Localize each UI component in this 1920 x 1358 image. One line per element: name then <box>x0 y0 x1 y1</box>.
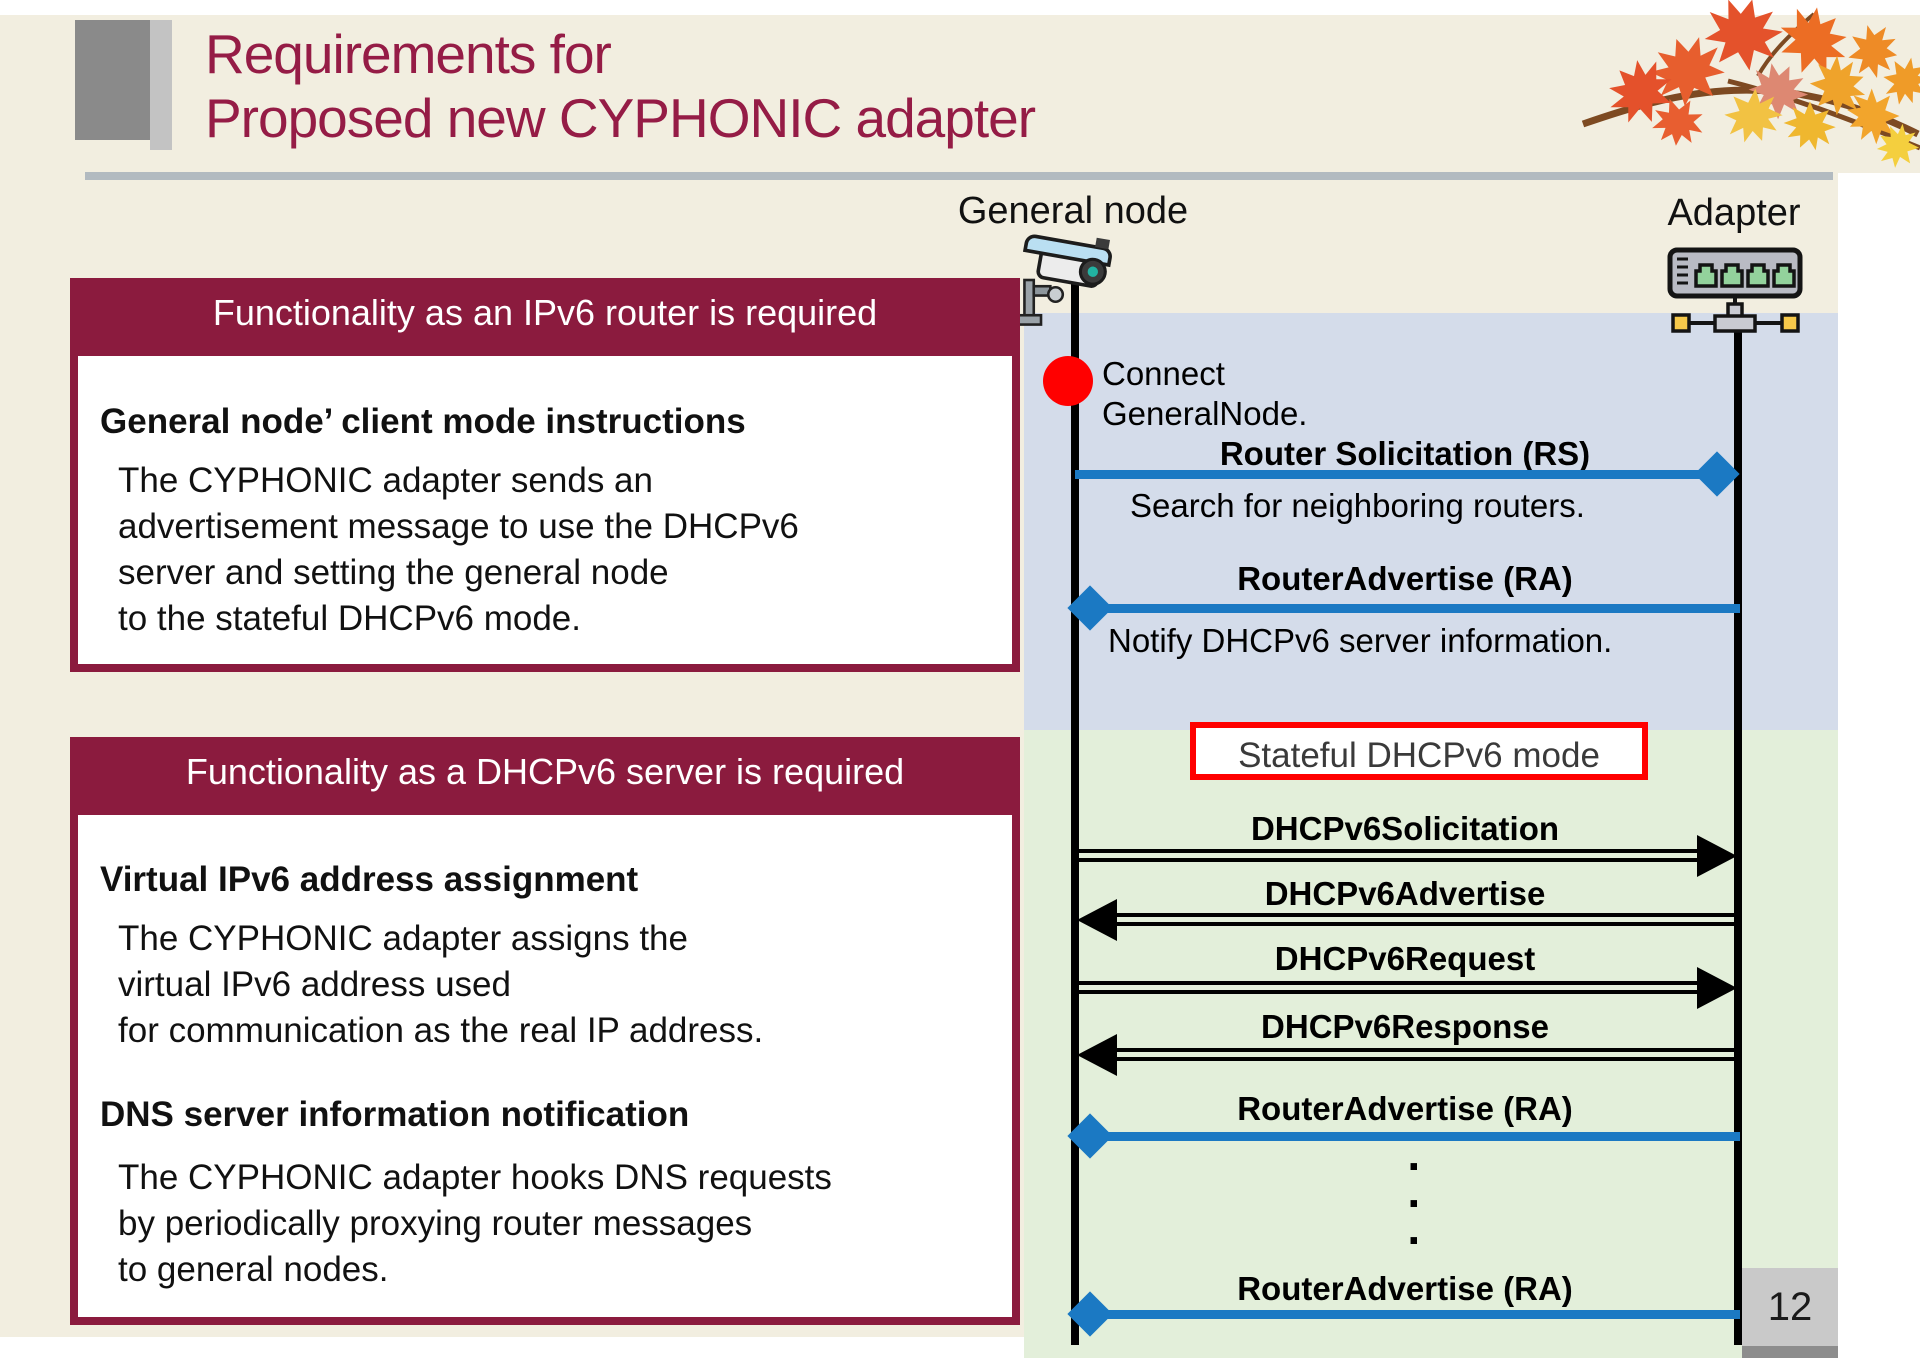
panel-dhcp-heading2: DNS server information notification <box>100 1095 690 1134</box>
panel-router-text: The CYPHONIC adapter sends an advertisem… <box>118 461 799 638</box>
title-divider-line <box>85 172 1833 180</box>
message-label-response: DHCPv6Response <box>1261 1008 1549 1045</box>
dhcpv6-phase-region <box>1024 730 1838 1358</box>
autumn-leaves-decoration <box>1581 0 1920 175</box>
page-number-box: 12 <box>1742 1268 1838 1346</box>
arrow-left-response <box>1077 1034 1117 1076</box>
panel-dhcp-text1: The CYPHONIC adapter assigns the virtual… <box>118 919 764 1050</box>
connect-event-dot <box>1043 356 1093 406</box>
panel-dhcp-header: Functionality as a DHCPv6 server is requ… <box>70 737 1020 807</box>
panel-router-header: Functionality as an IPv6 router is requi… <box>70 278 1020 348</box>
ipv6-router-phase-region <box>1024 313 1838 730</box>
message-line-ra1 <box>1090 604 1740 613</box>
title-accent-box <box>75 20 150 140</box>
message-label-request: DHCPv6Request <box>1274 940 1536 977</box>
panel-router-heading: General node’ client mode instructions <box>100 402 746 441</box>
message-label-ra3: RouterAdvertise (RA) <box>1237 1270 1573 1307</box>
general-node-lifeline <box>1071 252 1079 1345</box>
security-camera-icon <box>1015 234 1112 326</box>
actor-label-general-node: General node <box>957 190 1189 232</box>
panel-dhcp-text2: The CYPHONIC adapter hooks DNS requests … <box>118 1158 832 1289</box>
arrow-left-advertise <box>1077 899 1117 941</box>
connect-note: Connect GeneralNode. <box>1102 355 1308 432</box>
message-line-request <box>1075 981 1703 994</box>
message-label-advertise: DHCPv6Advertise <box>1264 875 1546 912</box>
page-number-strip <box>1742 1346 1838 1358</box>
message-line-ra3 <box>1090 1310 1740 1319</box>
slide-title: Requirements for Proposed new CYPHONIC a… <box>205 22 1036 150</box>
message-line-response <box>1112 1048 1740 1061</box>
actor-label-adapter: Adapter <box>1667 192 1801 234</box>
panel-dhcp-heading1: Virtual IPv6 address assignment <box>100 860 639 899</box>
message-label-rs: Router Solicitation (RS) <box>1219 435 1591 472</box>
stateful-dhcpv6-mode-badge: Stateful DHCPv6 mode <box>1190 722 1648 780</box>
network-adapter-icon <box>1667 247 1803 333</box>
slide-title-line2: Proposed new CYPHONIC adapter <box>205 87 1036 149</box>
message-line-solicitation <box>1075 849 1703 862</box>
arrow-right-request <box>1697 967 1737 1009</box>
panel-router-body <box>70 348 1020 672</box>
message-line-ra2 <box>1090 1132 1740 1141</box>
message-caption-ra1: Notify DHCPv6 server information. <box>1108 622 1613 659</box>
message-label-solicitation: DHCPv6Solicitation <box>1250 810 1560 847</box>
panel-dhcp-body <box>70 807 1020 1325</box>
message-line-advertise <box>1112 913 1740 926</box>
repetition-dots: · · · <box>1407 1140 1423 1266</box>
beige-top-band <box>0 15 1920 173</box>
arrow-right-solicitation <box>1697 835 1737 877</box>
message-label-ra1: RouterAdvertise (RA) <box>1237 560 1573 597</box>
slide-title-line1: Requirements for <box>205 23 612 85</box>
message-line-rs <box>1075 470 1707 479</box>
message-label-ra2: RouterAdvertise (RA) <box>1237 1090 1573 1127</box>
title-accent-strip <box>150 20 172 150</box>
message-caption-rs: Search for neighboring routers. <box>1130 487 1585 524</box>
adapter-lifeline <box>1734 330 1742 1345</box>
